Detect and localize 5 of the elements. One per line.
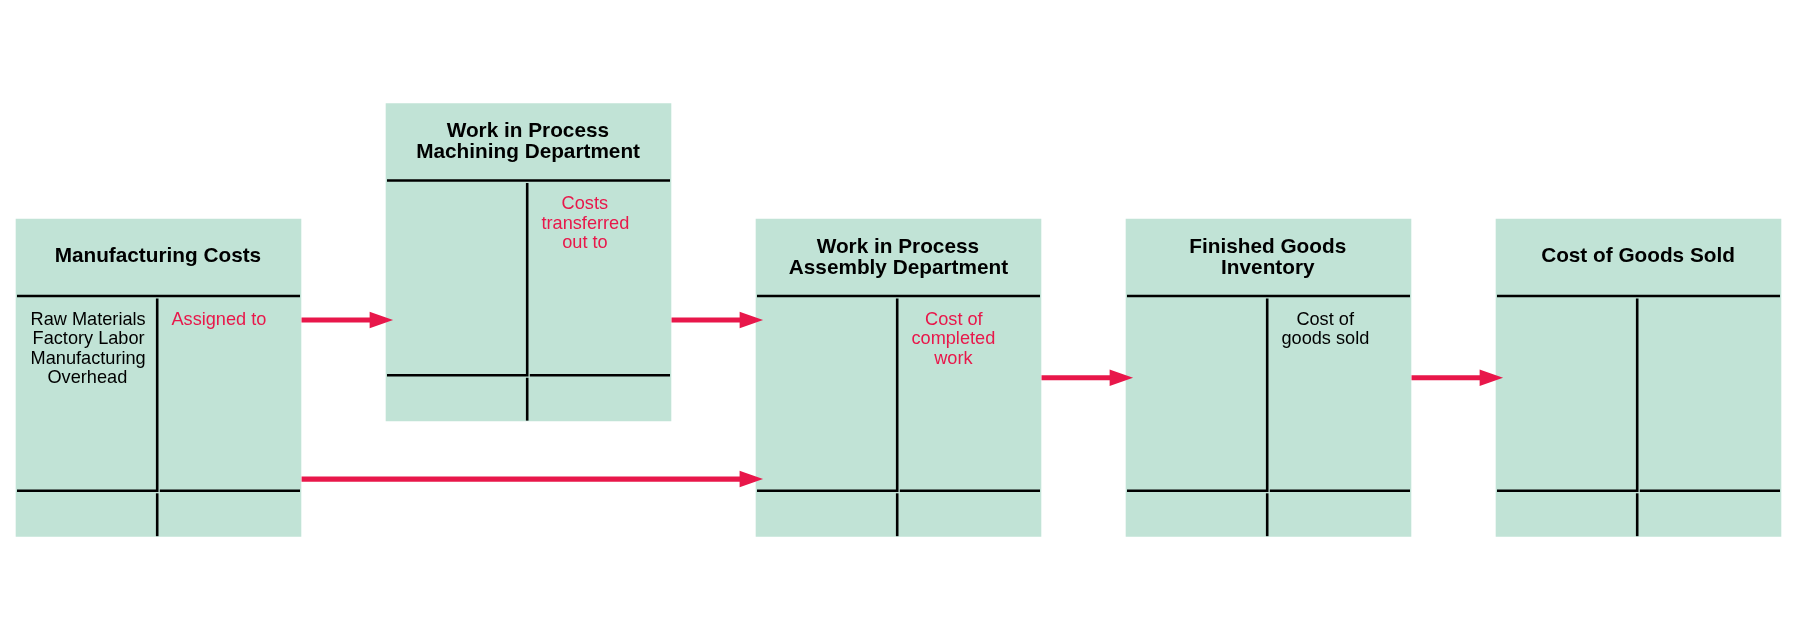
arrow [671,311,763,328]
arrow [1041,369,1133,386]
arrow [301,311,393,328]
arrow [301,470,763,487]
arrow [1411,369,1503,386]
